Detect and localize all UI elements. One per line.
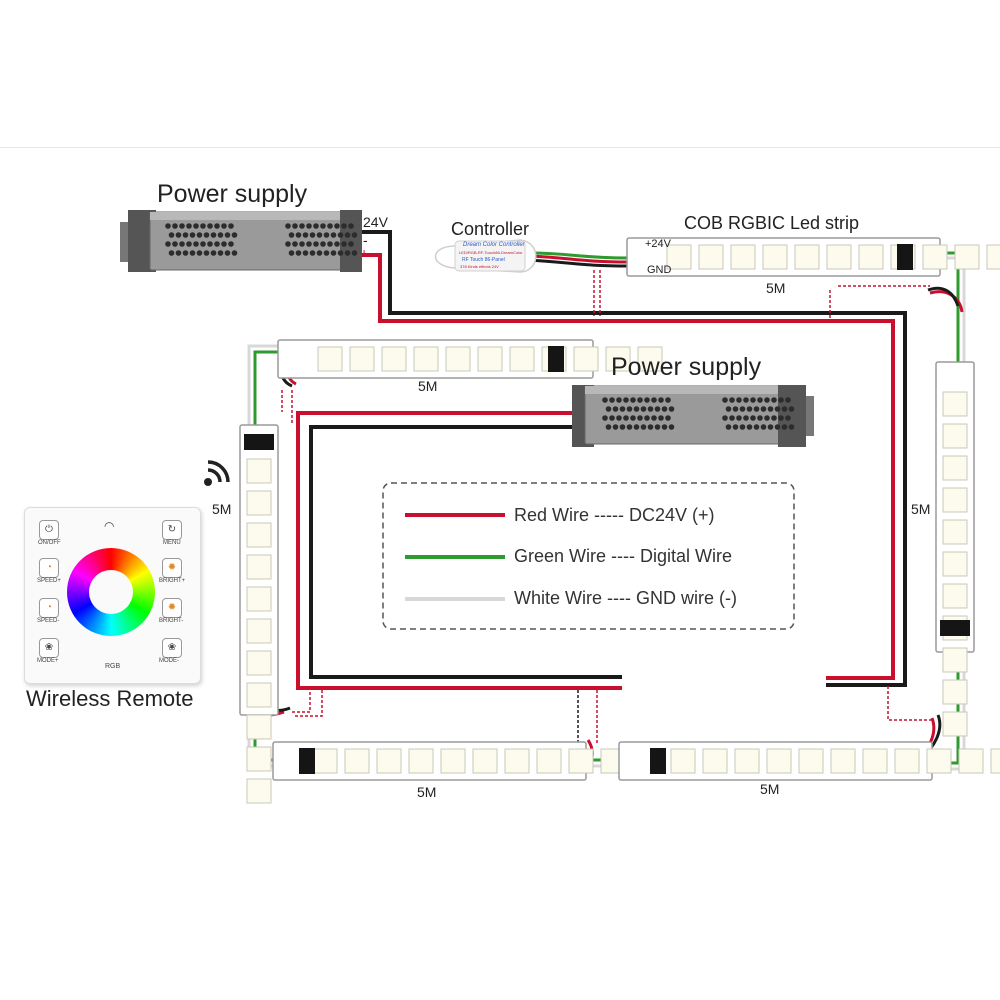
legend-red-text: Red Wire ----- DC24V (+) — [514, 505, 715, 525]
mode-icon[interactable]: ❀ — [39, 638, 59, 658]
speed-plus-label: SPEED+ — [37, 578, 61, 584]
strip-top-right — [626, 237, 1000, 277]
length-bottom-right: 5M — [760, 781, 780, 797]
mode-plus-label: MODE+ — [37, 658, 59, 664]
power-supply-mid — [572, 385, 814, 447]
wifi-icon: ◠ — [104, 519, 115, 533]
length-right-vertical: 5M — [911, 501, 931, 517]
wireless-remote: ◠ ⏻ ON/OFF ↻ MENU ◔ SPEED+ ✹ BRIGHT+ ◔ S… — [24, 507, 201, 684]
color-wheel[interactable] — [67, 548, 155, 636]
wireless-remote-label: Wireless Remote — [26, 686, 194, 711]
menu-icon[interactable]: ↻ — [162, 520, 182, 540]
power-supply-top-label: Power supply — [157, 180, 308, 208]
length-top-left: 5M — [418, 378, 438, 394]
plus-label: + — [360, 245, 369, 261]
strip-gnd-label: GND — [647, 264, 672, 276]
rgb-label: RGB — [105, 663, 121, 670]
power-supply-mid-label: Power supply — [611, 353, 762, 381]
bright-plus-label: BRIGHT+ — [159, 578, 186, 584]
length-bottom-left: 5M — [417, 784, 437, 800]
strip-right-vertical — [935, 361, 975, 737]
power-supply-top — [120, 210, 362, 272]
strip-title-label: COB RGBIC Led strip — [684, 213, 860, 233]
speed-minus-label: SPEED- — [37, 618, 60, 624]
bright-minus-icon[interactable]: ✹ — [162, 598, 182, 618]
strip-bottom-right — [618, 741, 1000, 781]
strip-plus24-label: +24V — [645, 238, 671, 250]
bright-icon[interactable]: ✹ — [162, 558, 182, 578]
bright-minus-label: BRIGHT- — [159, 618, 184, 624]
power-icon[interactable]: ⏻ — [39, 520, 59, 540]
controller-wires — [529, 251, 629, 316]
speed-minus-icon[interactable]: ◔ — [39, 598, 59, 618]
controller-text-1: Dream Color Controller — [463, 242, 525, 248]
controller-label: Controller — [451, 219, 530, 239]
mode-minus-icon[interactable]: ❀ — [162, 638, 182, 658]
strip-left-vertical — [239, 424, 279, 804]
controller-text-2: LED/RGB-RF-Touch86-DreamColor — [459, 250, 523, 255]
speed-icon[interactable]: ◔ — [39, 558, 59, 578]
top-psu-wires — [362, 230, 907, 687]
controller-device — [434, 239, 537, 273]
color-wheel-center — [89, 570, 133, 614]
mode-minus-label: MODE- — [159, 658, 179, 664]
menu-label: MENU — [163, 540, 181, 546]
controller-text-4: 378 Kinds effects 24V — [460, 264, 499, 269]
legend-green-text: Green Wire ---- Digital Wire — [514, 546, 733, 566]
mid-psu-wires — [296, 411, 622, 690]
legend-box — [382, 482, 795, 630]
length-top-right: 5M — [766, 280, 786, 296]
length-left-vertical: 5M — [212, 501, 232, 517]
minus-label: - — [363, 232, 368, 248]
v24-label: 24V — [363, 214, 388, 230]
legend-white-text: White Wire ---- GND wire (-) — [514, 588, 737, 608]
strip-top-left — [277, 339, 663, 379]
signal-icon — [204, 460, 230, 486]
controller-text-3: RF Touch 86-Panel — [462, 257, 505, 263]
on-off-label: ON/OFF — [38, 540, 61, 546]
top-divider — [0, 147, 1000, 148]
